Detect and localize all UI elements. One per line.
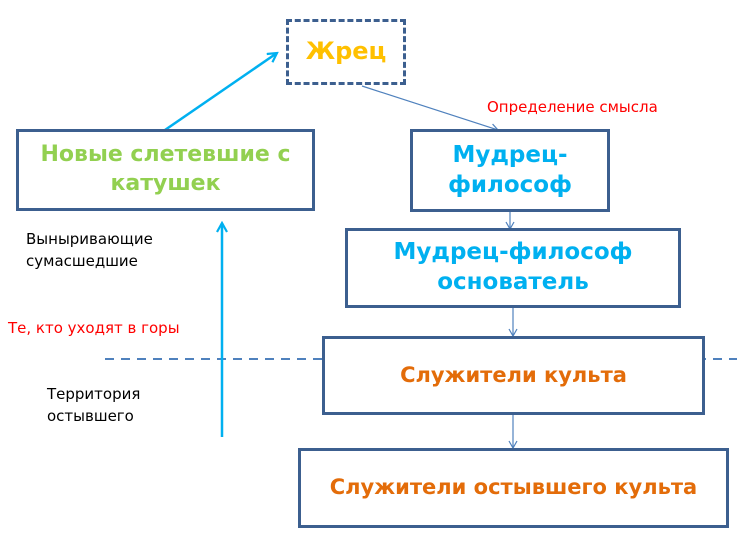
node-priest: Жрец	[286, 19, 406, 85]
arrow-priest-to-sage	[361, 85, 500, 133]
node-cooled-cult-servants: Служители остывшего культа	[298, 448, 729, 528]
node-sage-founder-label: Мудрец-философ основатель	[393, 239, 633, 295]
node-newly-crazy: Новые слетевшие с катушек	[16, 129, 315, 211]
annotation-mountains: Те, кто уходят в горы	[8, 319, 180, 337]
annotation-cooled-territory: Территория остывшего	[47, 385, 141, 425]
node-sage-label: Мудрец-философ	[448, 141, 572, 198]
node-sage-founder: Мудрец-философ основатель	[345, 228, 681, 308]
node-sage: Мудрец-философ	[410, 129, 610, 212]
node-cult-servants: Служители культа	[322, 336, 705, 415]
node-cult-servants-label: Служители культа	[400, 362, 627, 387]
node-newly-crazy-label: Новые слетевшие с катушек	[40, 142, 291, 196]
node-cooled-cult-servants-label: Служители остывшего культа	[329, 475, 698, 500]
arrow-newly-crazy-to-priest	[164, 53, 277, 132]
node-priest-label: Жрец	[305, 37, 387, 66]
annotation-emerging-madmen: Выныривающие сумасшедшие	[26, 230, 153, 270]
annotation-meaning: Определение смысла	[487, 98, 658, 116]
